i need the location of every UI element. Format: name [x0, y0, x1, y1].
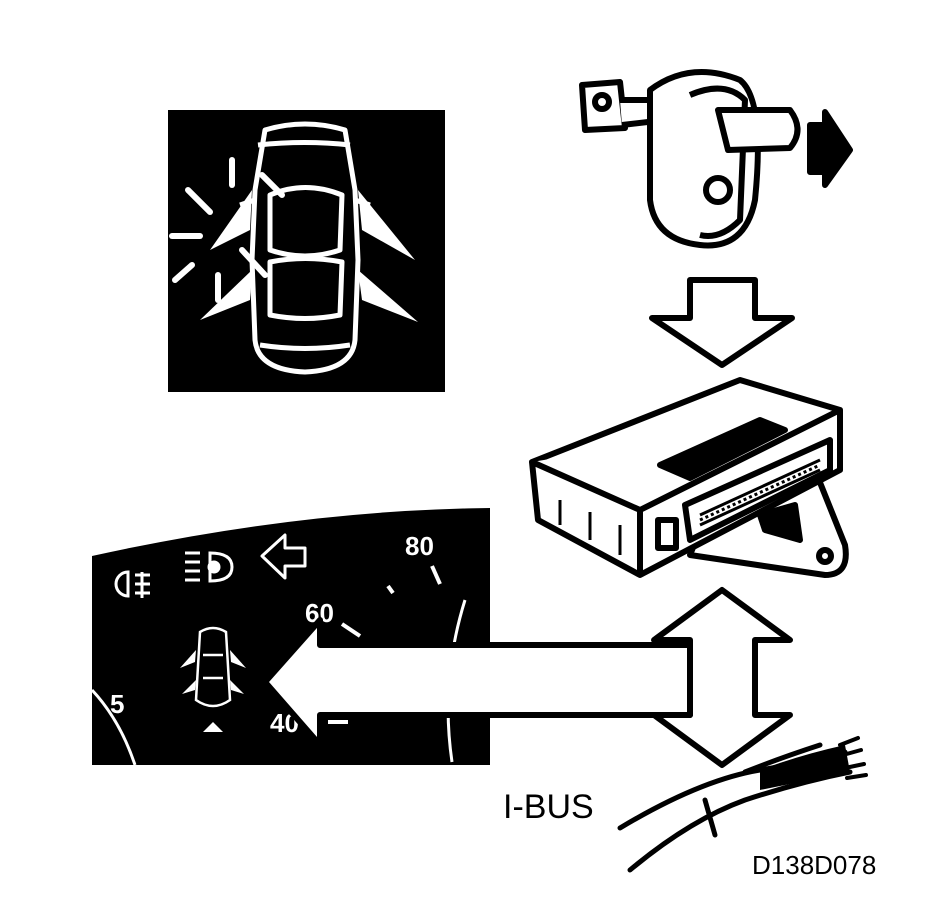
speed-label-5: 5 — [110, 689, 124, 719]
signal-to-cluster-arrow — [262, 617, 693, 748]
instrument-cluster: 80 60 40 5 — [90, 508, 490, 766]
control-module — [529, 377, 849, 578]
speed-label-80: 80 — [405, 531, 434, 561]
warning-rays — [169, 157, 285, 303]
car-door-warning-small-icon — [194, 626, 232, 708]
figure-code: D138D078 — [752, 850, 876, 880]
car-doors-open-icon — [239, 121, 371, 375]
signal-down-arrow — [649, 277, 795, 368]
turn-signal-arrow-icon — [260, 533, 307, 580]
door-warning-display-panel — [168, 110, 445, 392]
bidirectional-bus-arrow — [651, 587, 793, 768]
headlight-icon — [185, 551, 234, 583]
bus-label: I-BUS — [503, 788, 594, 826]
rear-fog-light-icon — [114, 570, 150, 598]
door-contact-switch — [579, 69, 853, 249]
open-door-flaps — [200, 190, 418, 322]
